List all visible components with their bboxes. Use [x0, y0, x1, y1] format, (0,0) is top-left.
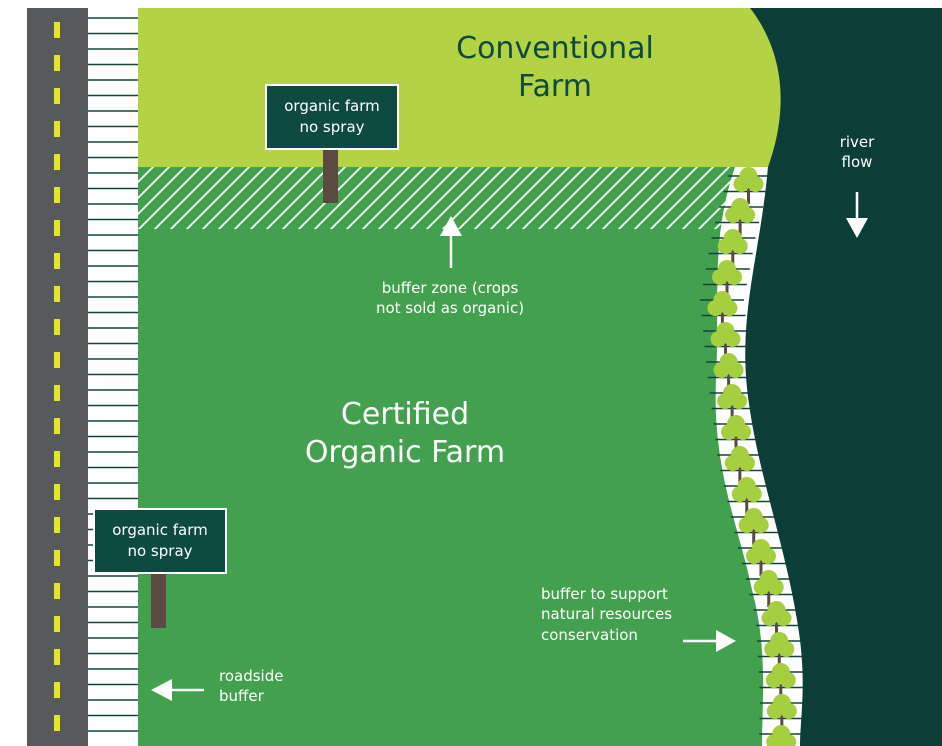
road-dash: [54, 682, 60, 698]
buffer-zone-label-line2: not sold as organic): [375, 299, 525, 318]
tree-icon: [710, 322, 741, 359]
road-center-dashes: [54, 22, 60, 731]
road-dash: [54, 286, 60, 302]
tree-icon: [746, 539, 776, 576]
conservation-buffer-label-line2: natural resources: [541, 605, 673, 624]
road-dash: [54, 484, 60, 500]
roadside-buffer: [88, 8, 138, 746]
tree-icon: [717, 384, 748, 421]
sign-top: organic farm no spray: [265, 84, 399, 150]
river-flow-label: river flow: [826, 132, 888, 173]
road-dash: [54, 550, 60, 566]
road-dash: [54, 187, 60, 203]
tree-row: [707, 167, 797, 746]
road-dash: [54, 55, 60, 71]
river: [745, 8, 942, 746]
road-dash: [54, 88, 60, 104]
road-dash: [54, 352, 60, 368]
road-dash: [54, 583, 60, 599]
conservation-buffer-strip: [715, 167, 803, 746]
tree-icon: [724, 446, 755, 483]
road-dash: [54, 385, 60, 401]
tree-icon: [731, 477, 762, 514]
buffer-zone-label: buffer zone (crops not sold as organic): [340, 278, 560, 319]
organic-farm-title: Certified Organic Farm: [270, 396, 540, 471]
roadside-buffer-label-line1: roadside: [219, 667, 284, 685]
sign-bottom-line2: no spray: [127, 542, 193, 560]
organic-farm-field: [138, 160, 798, 746]
road-dash: [54, 154, 60, 170]
road-dash: [54, 649, 60, 665]
up-arrow-icon: [440, 216, 462, 268]
road-dash: [54, 715, 60, 731]
road-dash: [54, 451, 60, 467]
left-arrow-icon: [151, 679, 204, 701]
organic-farm-title-line1: Certified: [340, 397, 470, 432]
tree-icon: [753, 570, 784, 607]
conventional-farm-title: Conventional Farm: [420, 30, 690, 105]
right-arrow-icon: [683, 630, 736, 652]
road-dash: [54, 616, 60, 632]
road-dash: [54, 121, 60, 137]
road-dash: [54, 220, 60, 236]
conventional-farm-title-line2: Farm: [518, 68, 592, 104]
road-dash: [54, 418, 60, 434]
river-flow-label-line2: flow: [841, 153, 873, 172]
road: [27, 8, 88, 746]
tree-icon: [765, 663, 796, 700]
tree-icon: [717, 229, 748, 266]
tree-icon: [707, 291, 738, 328]
road-dash: [54, 253, 60, 269]
sign-top-line2: no spray: [299, 118, 365, 136]
buffer-zone-label-line1: buffer zone (crops: [381, 279, 519, 297]
tree-icon: [738, 508, 769, 545]
tree-icon: [733, 167, 764, 204]
road-dash: [54, 319, 60, 335]
sign-post-top: [323, 148, 338, 203]
tree-icon: [766, 725, 797, 746]
conservation-buffer-label: buffer to support natural resources cons…: [541, 584, 711, 645]
roadside-buffer-label-line2: buffer: [219, 687, 264, 706]
tree-icon: [712, 260, 743, 297]
river-flow-label-line1: river: [839, 133, 875, 151]
sign-bottom-line1: organic farm: [112, 521, 208, 539]
tree-icon: [713, 353, 744, 390]
tree-icon: [725, 198, 756, 235]
road-dash: [54, 517, 60, 533]
roadside-buffer-stripes: [88, 17, 138, 732]
sign-post-bottom: [151, 572, 166, 628]
conventional-farm-title-line1: Conventional: [456, 31, 654, 66]
sign-bottom: organic farm no spray: [93, 508, 227, 574]
sign-top-line1: organic farm: [284, 97, 380, 115]
tree-icon: [721, 415, 751, 452]
tree-icon: [766, 694, 797, 731]
roadside-buffer-label: roadside buffer: [219, 666, 319, 707]
buffer-zone-hatch-lines: [138, 167, 738, 229]
down-arrow-icon: [846, 192, 868, 238]
road-dash: [54, 22, 60, 38]
organic-farm-title-line2: Organic Farm: [304, 434, 506, 470]
conservation-buffer-label-line1: buffer to support: [541, 585, 668, 603]
conservation-buffer-label-line3: conservation: [541, 625, 638, 644]
